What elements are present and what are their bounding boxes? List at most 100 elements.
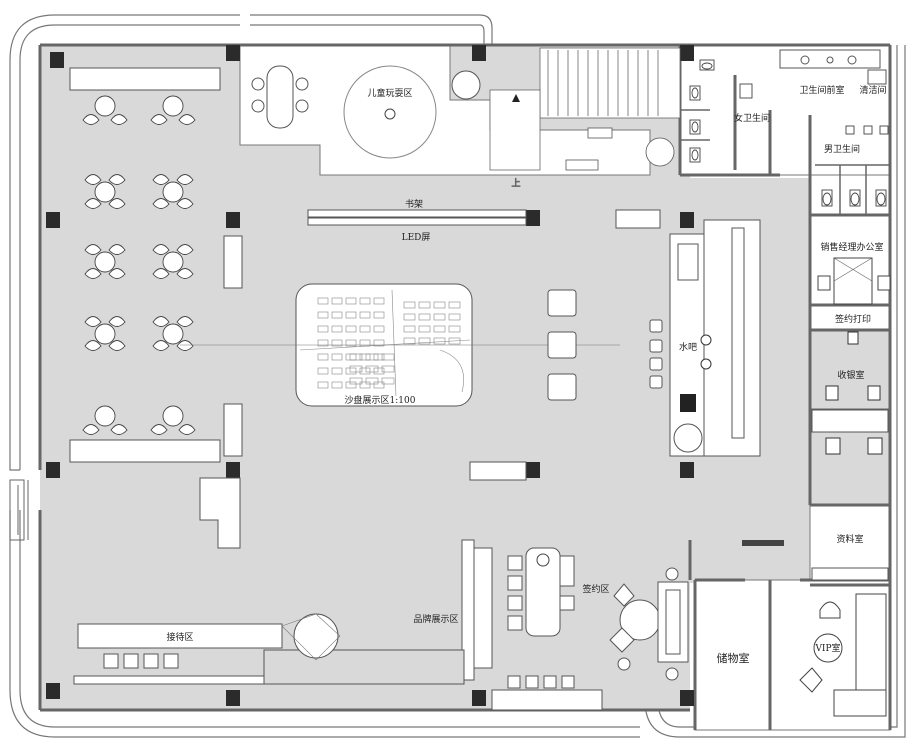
model-building bbox=[433, 337, 446, 345]
reception-stools bbox=[103, 653, 179, 669]
chair bbox=[108, 316, 126, 327]
toilets bbox=[689, 59, 889, 207]
model-building bbox=[448, 325, 461, 333]
round-table bbox=[162, 405, 184, 427]
model-building bbox=[373, 325, 385, 333]
room-label-cashier: 收银室 bbox=[837, 369, 864, 381]
toilet-partitions bbox=[680, 109, 890, 215]
restroom-block: 卫生间前室 清洁间 女卫生间 男卫生间 bbox=[680, 49, 890, 215]
chair bbox=[176, 316, 194, 327]
model-building bbox=[317, 367, 329, 375]
model-building bbox=[331, 325, 343, 333]
stair-up-label: 上 bbox=[511, 178, 520, 189]
model-building bbox=[317, 325, 329, 333]
room-label-storage: 储物室 bbox=[717, 651, 750, 665]
model-building bbox=[381, 365, 395, 373]
chair bbox=[152, 174, 170, 185]
bar-stools bbox=[649, 319, 663, 389]
model-building bbox=[403, 337, 416, 345]
round-table bbox=[162, 251, 184, 273]
chair bbox=[150, 114, 168, 125]
model-road bbox=[391, 289, 397, 397]
room-label-womens: 女卫生间 bbox=[734, 112, 770, 124]
round-table bbox=[94, 95, 116, 117]
model-building bbox=[345, 367, 357, 375]
model-building bbox=[448, 313, 461, 321]
sand-table-model bbox=[299, 289, 471, 397]
sales-manager-office: 销售经理办公室 bbox=[817, 241, 891, 305]
room-label-vip: VIP室 bbox=[814, 642, 840, 654]
round-table bbox=[94, 181, 116, 203]
room-label-water-bar: 水吧 bbox=[679, 341, 697, 353]
model-building bbox=[331, 381, 343, 389]
table-set bbox=[82, 405, 128, 435]
chair bbox=[176, 340, 194, 351]
model-building bbox=[345, 325, 357, 333]
model-building bbox=[433, 301, 446, 309]
room-label-restroom-front: 卫生间前室 bbox=[799, 84, 844, 96]
table-set bbox=[152, 244, 194, 279]
chair bbox=[82, 424, 100, 435]
model-building bbox=[359, 297, 371, 305]
model-building bbox=[359, 353, 371, 361]
room-label-mens: 男卫生间 bbox=[824, 143, 860, 155]
model-building bbox=[359, 381, 371, 389]
model-building bbox=[359, 311, 371, 319]
room-label-contract-print: 签约打印 bbox=[835, 313, 871, 325]
chair bbox=[152, 316, 170, 327]
model-building bbox=[349, 365, 363, 373]
chair bbox=[176, 268, 194, 279]
contract-stools bbox=[507, 675, 575, 689]
chair bbox=[152, 340, 170, 351]
chair bbox=[84, 316, 102, 327]
table-cluster-group bbox=[82, 95, 196, 435]
office-rooms: 签约打印 收银室 资料室 bbox=[811, 313, 889, 581]
room-label-sales-manager: 销售经理办公室 bbox=[820, 241, 883, 253]
chair bbox=[108, 340, 126, 351]
table-set bbox=[150, 405, 196, 435]
led-screen-label: LED屏 bbox=[402, 232, 431, 243]
round-table bbox=[162, 181, 184, 203]
model-building bbox=[317, 339, 329, 347]
model-building bbox=[418, 337, 431, 345]
model-building bbox=[359, 367, 371, 375]
model-building bbox=[373, 311, 385, 319]
chair bbox=[84, 198, 102, 209]
chair bbox=[108, 244, 126, 255]
model-building bbox=[433, 325, 446, 333]
model-building bbox=[403, 325, 416, 333]
table-set bbox=[152, 316, 194, 351]
contract-area: 签约区 品牌展示区 bbox=[413, 539, 689, 711]
model-building bbox=[331, 367, 343, 375]
model-building bbox=[317, 297, 329, 305]
chair bbox=[108, 174, 126, 185]
entrance-door bbox=[9, 479, 29, 541]
chair bbox=[84, 174, 102, 185]
model-building bbox=[349, 353, 363, 361]
model-building bbox=[433, 313, 446, 321]
table-set bbox=[84, 316, 126, 351]
bookshelf-label: 书架 bbox=[405, 199, 423, 210]
chair bbox=[82, 114, 100, 125]
room-label-sand-table: 沙盘展示区1:100 bbox=[345, 394, 416, 406]
model-building bbox=[448, 301, 461, 309]
model-building bbox=[317, 381, 329, 389]
chair bbox=[150, 424, 168, 435]
bookshelf-led: 书架 LED屏 bbox=[307, 199, 527, 243]
table-set bbox=[152, 174, 194, 209]
room-label-contract-area: 签约区 bbox=[582, 583, 609, 595]
model-building bbox=[418, 325, 431, 333]
model-building bbox=[345, 381, 357, 389]
model-building bbox=[418, 301, 431, 309]
kids-play-area: 儿童玩耍区 bbox=[251, 65, 481, 159]
chair bbox=[176, 198, 194, 209]
model-building bbox=[381, 353, 395, 361]
chair bbox=[152, 244, 170, 255]
model-building bbox=[345, 311, 357, 319]
sand-table: 沙盘展示区1:100 bbox=[180, 283, 620, 407]
storage-vip: 储物室 VIP室 bbox=[717, 593, 887, 717]
model-building bbox=[373, 353, 385, 361]
room-label-reception: 接待区 bbox=[166, 631, 193, 643]
chair bbox=[84, 340, 102, 351]
model-building bbox=[373, 381, 385, 389]
